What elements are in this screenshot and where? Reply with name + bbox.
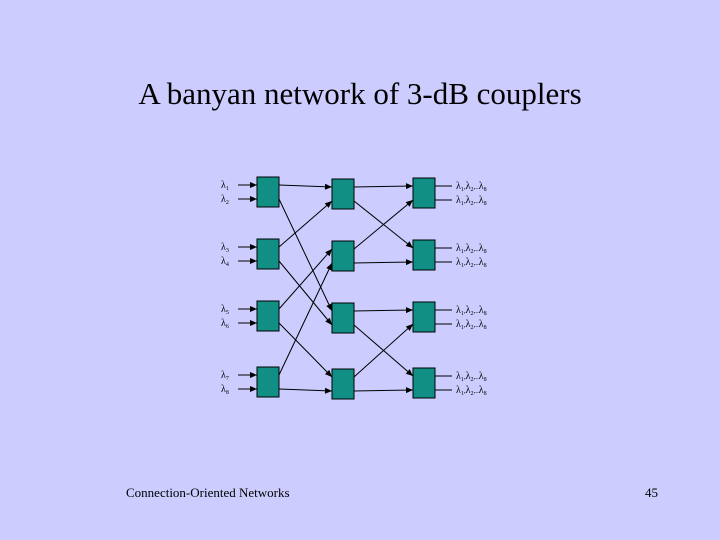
interstage-line — [278, 388, 333, 392]
interconnect-lines — [238, 184, 452, 392]
arrowheads — [250, 182, 413, 394]
interstage-line — [278, 260, 333, 326]
footer-text: Connection-Oriented Networks — [126, 485, 290, 500]
coupler-box — [256, 176, 280, 208]
interstage-line-arrowhead — [405, 387, 413, 394]
output-wavelength-label: λ1,λ2,..λ8 — [456, 305, 487, 317]
interstage-line — [278, 184, 333, 188]
interstage-line — [278, 198, 333, 312]
input-wavelength-label: λ8 — [221, 384, 229, 396]
input-wavelength-label: λ6 — [221, 318, 229, 330]
output-wavelength-label: λ1,λ2,..λ8 — [456, 371, 487, 383]
interstage-line — [278, 262, 333, 376]
input-wavelength-label: λ7 — [221, 370, 229, 382]
coupler-box — [412, 239, 436, 271]
interstage-line — [353, 309, 414, 312]
input-wavelength-label: λ3 — [221, 242, 229, 254]
input-wavelength-label: λ4 — [221, 256, 229, 268]
input-wavelength-label: λ1 — [221, 180, 229, 192]
input-line-arrowhead — [250, 320, 257, 326]
couplers — [256, 176, 436, 400]
interstage-line-arrowhead — [325, 317, 332, 325]
interstage-line-arrowhead — [325, 249, 332, 257]
output-labels: λ1,λ2,..λ8 λ1,λ2,..λ8 λ1,λ2,..λ8 λ1,λ2,..λ8… — [456, 181, 487, 397]
output-wavelength-label: λ1,λ2,..λ8 — [456, 195, 487, 207]
coupler-box — [256, 300, 280, 332]
coupler-box — [412, 177, 436, 209]
interstage-line-arrowhead — [405, 200, 413, 207]
input-line-arrowhead — [250, 182, 257, 188]
input-line-arrowhead — [250, 196, 257, 202]
interstage-line — [353, 199, 414, 250]
interstage-line-arrowhead — [326, 303, 332, 311]
interstage-line-arrowhead — [405, 307, 413, 314]
interstage-line-arrowhead — [405, 259, 413, 266]
input-line-arrowhead — [250, 244, 257, 250]
output-wavelength-label: λ1,λ2,..λ8 — [456, 243, 487, 255]
interstage-line-arrowhead — [326, 263, 332, 271]
slide-title: A banyan network of 3-dB couplers — [138, 76, 582, 111]
input-wavelength-label: λ5 — [221, 304, 229, 316]
interstage-line-arrowhead — [405, 241, 413, 248]
coupler-box — [331, 178, 355, 210]
interstage-line — [278, 248, 333, 310]
interstage-line-arrowhead — [324, 369, 332, 377]
interstage-line-arrowhead — [405, 324, 413, 331]
coupler-box — [412, 367, 436, 399]
input-line-arrowhead — [250, 372, 257, 378]
input-labels: λ1 λ2 λ3 λ4 λ5 λ6 λ7 λ8 — [221, 180, 229, 396]
output-wavelength-label: λ1,λ2,..λ8 — [456, 385, 487, 397]
interstage-line-arrowhead — [324, 387, 332, 394]
output-wavelength-label: λ1,λ2,..λ8 — [456, 181, 487, 193]
interstage-line-arrowhead — [324, 201, 332, 208]
interstage-line-arrowhead — [324, 183, 332, 190]
interstage-line-arrowhead — [405, 369, 413, 376]
interstage-line — [278, 200, 333, 248]
input-line-arrowhead — [250, 386, 257, 392]
coupler-box — [331, 368, 355, 400]
interstage-line — [278, 322, 333, 378]
input-wavelength-label: λ2 — [221, 194, 229, 206]
input-line-arrowhead — [250, 258, 257, 264]
coupler-box — [256, 366, 280, 398]
interstage-line — [353, 261, 414, 264]
output-wavelength-label: λ1,λ2,..λ8 — [456, 319, 487, 331]
coupler-box — [331, 302, 355, 334]
output-wavelength-label: λ1,λ2,..λ8 — [456, 257, 487, 269]
interstage-line — [353, 389, 414, 392]
input-line-arrowhead — [250, 306, 257, 312]
page-number: 45 — [645, 485, 658, 500]
interstage-line — [353, 323, 414, 378]
interstage-line-arrowhead — [405, 183, 413, 190]
coupler-box — [331, 240, 355, 272]
coupler-box — [256, 238, 280, 270]
coupler-box — [412, 301, 436, 333]
interstage-line — [353, 185, 414, 188]
